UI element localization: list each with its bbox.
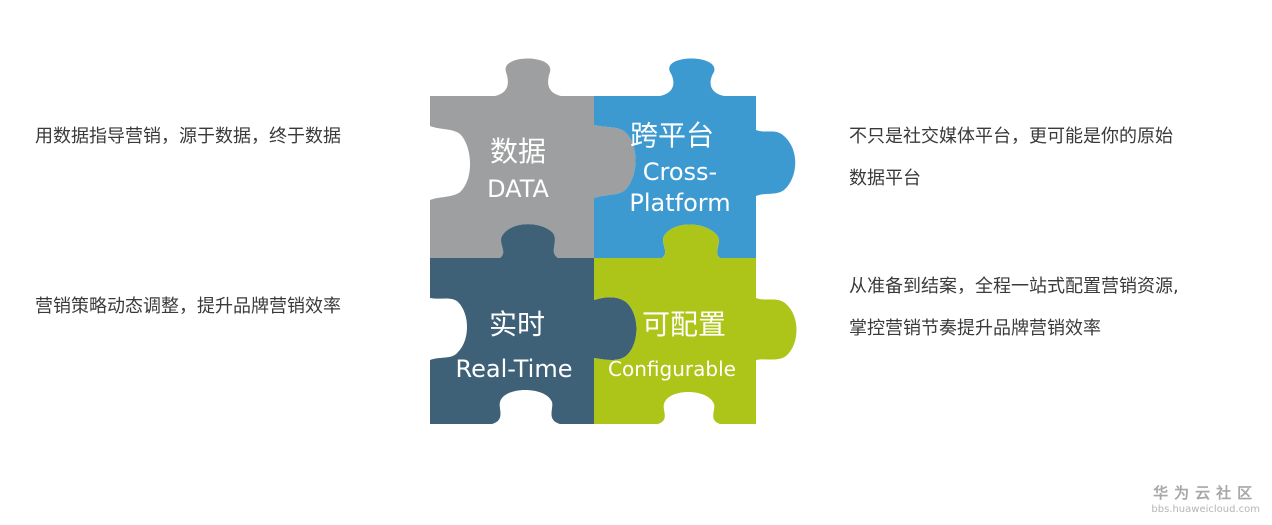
configurable-cn-label: 可配置 <box>642 308 726 341</box>
cross-platform-en-line2: Platform <box>629 189 730 217</box>
right-top-line1: 不只是社交媒体平台，更可能是你的原始 <box>849 126 1173 147</box>
real-time-cn-label: 实时 <box>489 308 545 341</box>
data-en-label: DATA <box>487 175 549 203</box>
right-bottom-line1: 从准备到结案，全程一站式配置营销资源, <box>849 276 1179 297</box>
watermark-title: 华为云社区 <box>1153 484 1259 502</box>
right-top-text: 不只是社交媒体平台，更可能是你的原始 数据平台 <box>849 116 1173 200</box>
left-top-text: 用数据指导营销，源于数据，终于数据 <box>35 126 341 147</box>
real-time-puzzle-piece <box>430 224 637 424</box>
cross-platform-puzzle-piece <box>594 58 796 258</box>
right-bottom-text: 从准备到结案，全程一站式配置营销资源, 掌控营销节奏提升品牌营销效率 <box>849 266 1179 350</box>
watermark: 华为云社区 bbs.huaweicloud.com <box>1151 482 1260 515</box>
watermark-url: bbs.huaweicloud.com <box>1151 504 1260 515</box>
configurable-puzzle-piece <box>594 224 797 424</box>
right-bottom-line2: 掌控营销节奏提升品牌营销效率 <box>849 318 1101 339</box>
data-cn-label: 数据 <box>490 135 546 168</box>
left-bottom-text: 营销策略动态调整，提升品牌营销效率 <box>35 296 341 317</box>
real-time-en-label: Real-Time <box>456 355 573 383</box>
data-puzzle-piece <box>430 58 636 258</box>
configurable-en-label: Configurable <box>608 357 736 381</box>
cross-platform-en-line1: Cross- <box>643 158 717 186</box>
cross-platform-cn-label: 跨平台 <box>630 119 714 152</box>
right-top-line2: 数据平台 <box>849 168 921 189</box>
